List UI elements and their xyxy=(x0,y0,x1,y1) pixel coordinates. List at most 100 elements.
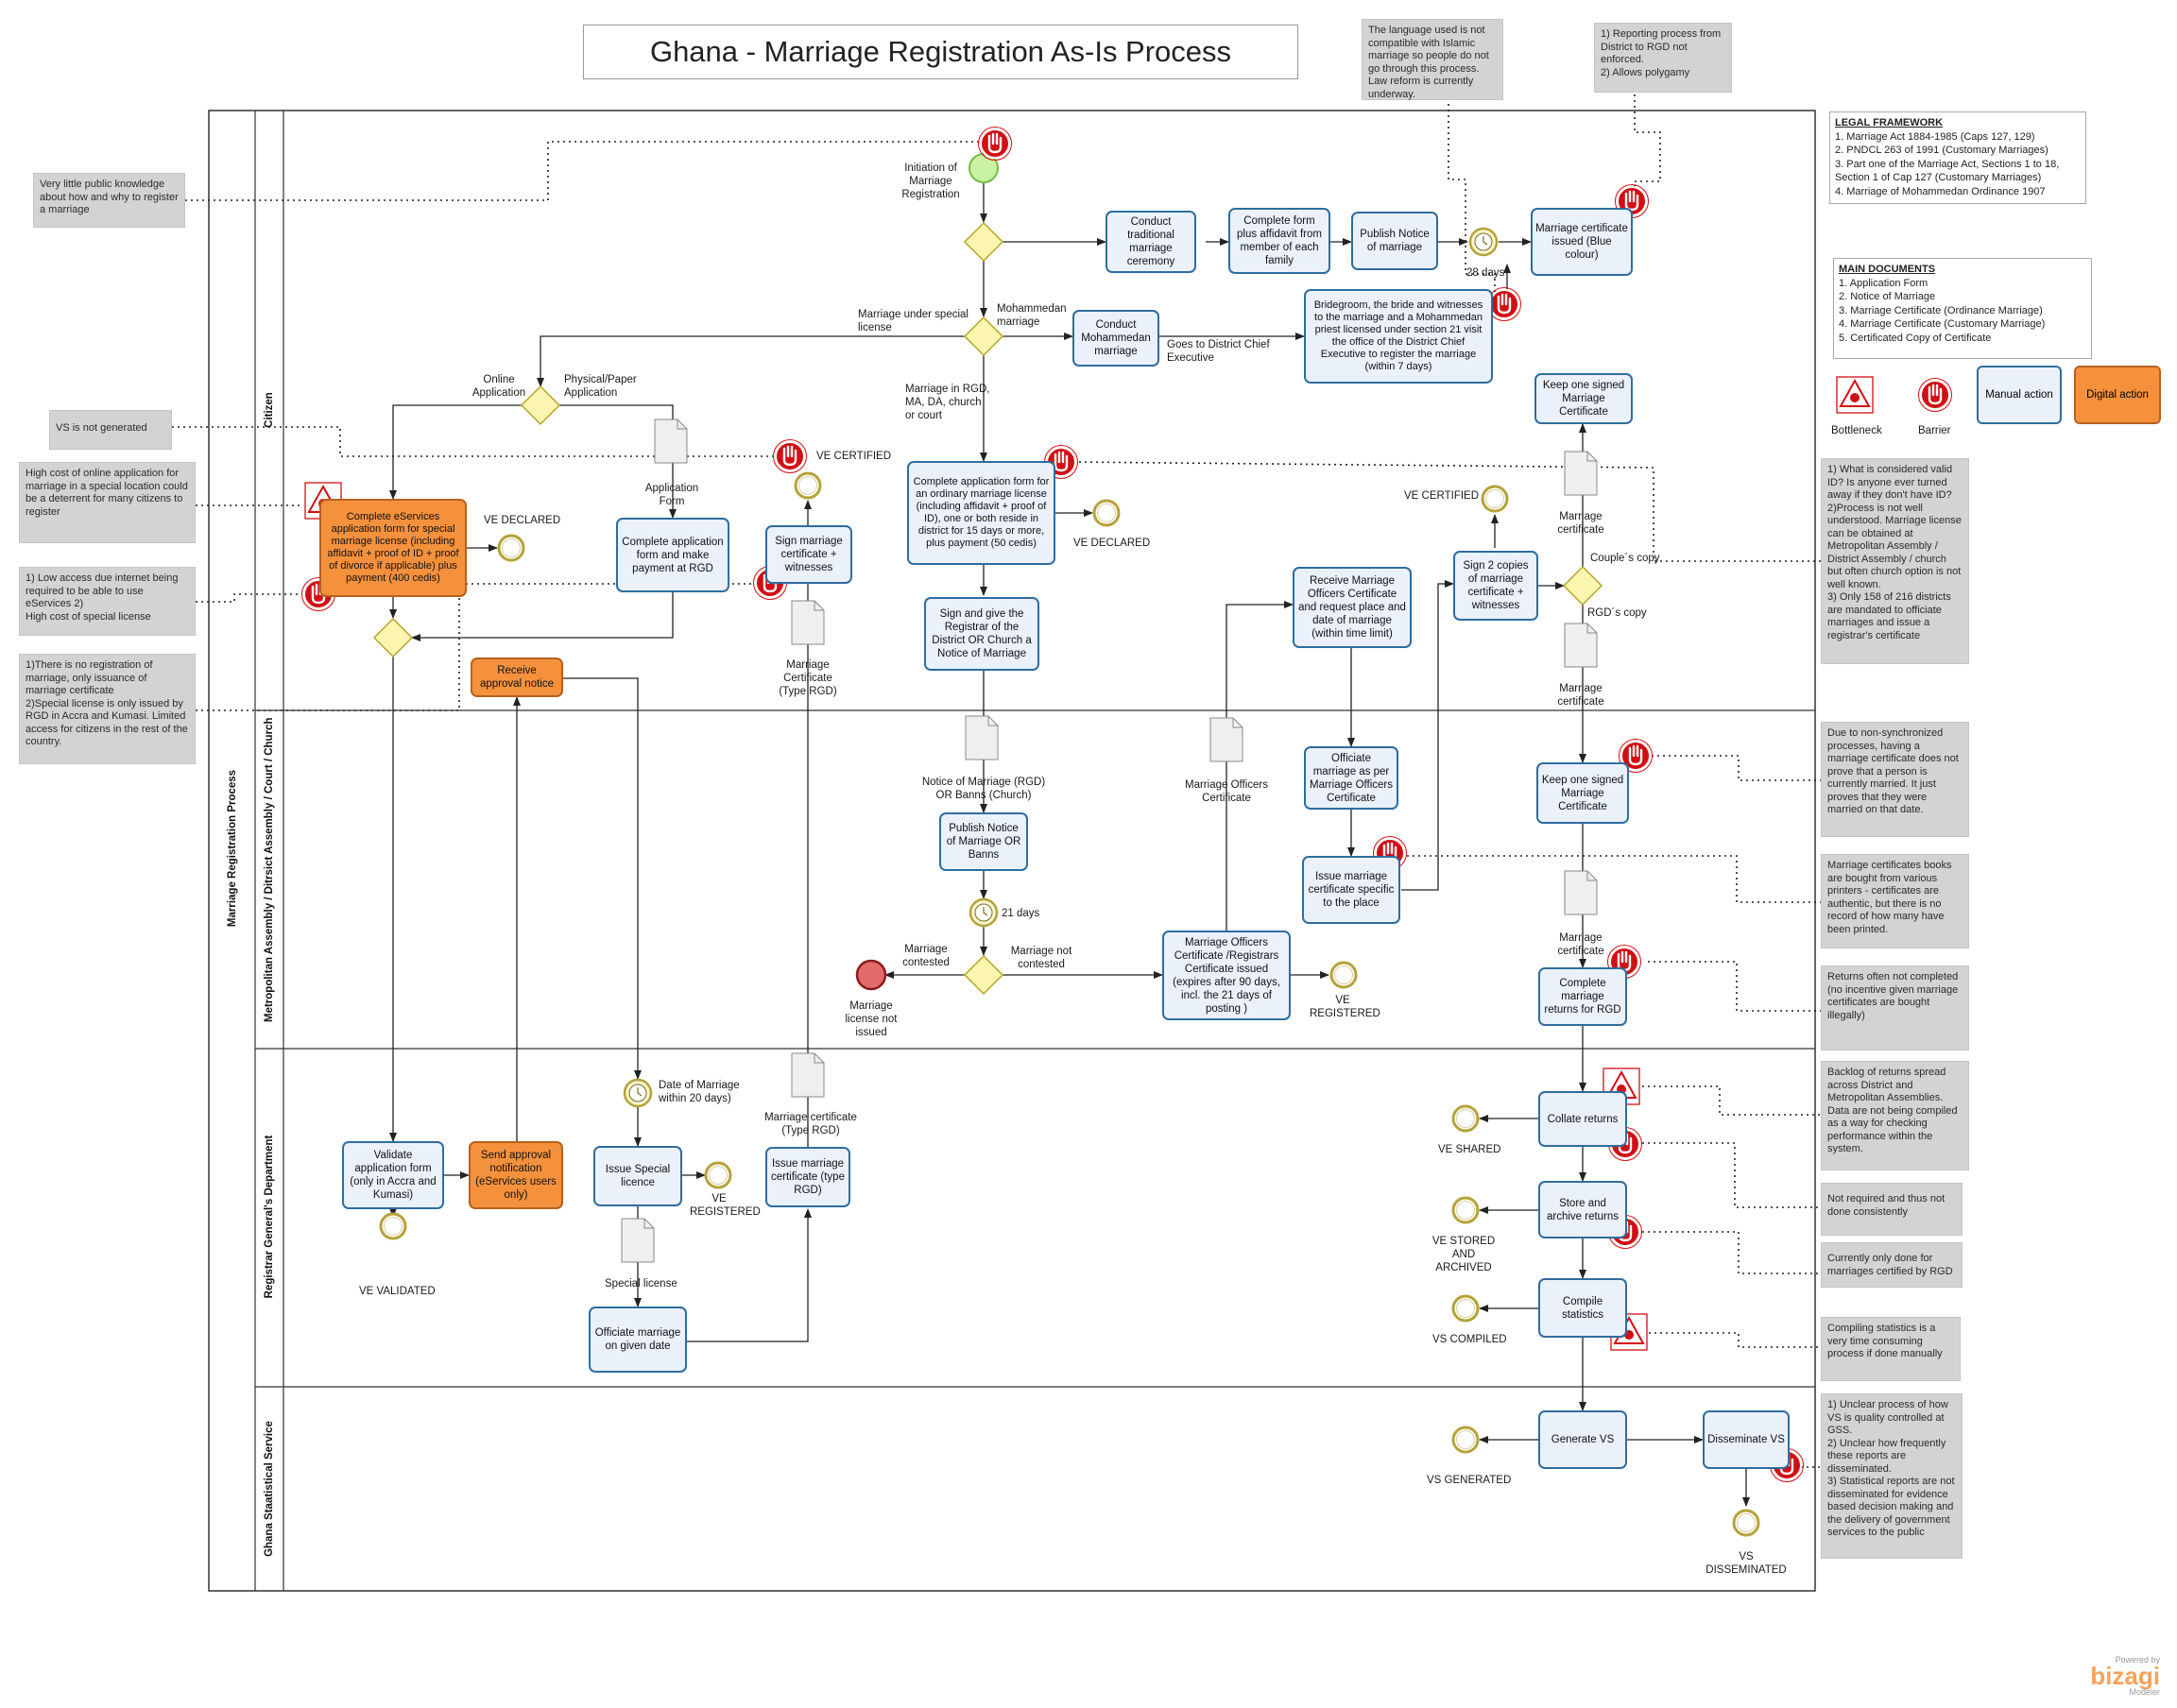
label-rgd-ma: Marriage in RGD, MA, DA, church or court xyxy=(905,384,990,421)
main-documents-box: MAIN DOCUMENTS 1. Application Form 2. No… xyxy=(1833,258,2092,359)
label-contested: Marriage contested xyxy=(902,944,950,968)
task-compile[interactable]: Compile statistics xyxy=(1538,1278,1627,1338)
task-send-approval[interactable]: Send approval notification (eServices us… xyxy=(469,1141,563,1209)
lane-citizen-label: Citizen xyxy=(264,392,275,428)
main-documents-heading: MAIN DOCUMENTS xyxy=(1839,264,1936,275)
task-publish-notice[interactable]: Publish Notice of marriage xyxy=(1351,212,1438,270)
task-disseminate-vs[interactable]: Disseminate VS xyxy=(1703,1410,1790,1469)
label-not-issued: Marriage license not issued xyxy=(845,1000,898,1038)
legend xyxy=(1836,376,1953,414)
task-validate[interactable]: Validate application form (only in Accra… xyxy=(342,1141,444,1209)
doc-item: 4. Marriage Certificate (Customary Marri… xyxy=(1839,318,2046,330)
annotation-links xyxy=(172,94,1824,1468)
branding-name: bizagi xyxy=(2090,1662,2160,1690)
task-sign-witnesses[interactable]: Sign marriage certificate + witnesses xyxy=(765,525,852,584)
note-high-cost: High cost of online application for marr… xyxy=(19,462,196,543)
branding-sub: Modeler xyxy=(2129,1687,2160,1697)
legend-digital-action: Digital action xyxy=(2074,366,2161,424)
label-date-20: Date of Marriage within 20 days) xyxy=(659,1080,740,1104)
task-conduct-mohammedan[interactable]: Conduct Mohammedan marriage xyxy=(1072,310,1159,367)
label-vs-disseminated: VS DISSEMINATED xyxy=(1706,1551,1787,1576)
label-ve-certified-2: VE CERTIFIED xyxy=(1404,490,1480,502)
task-eservices[interactable]: Complete eServices application form for … xyxy=(319,499,467,597)
label-special-license: Marriage under special license xyxy=(858,309,969,333)
sequence-flows xyxy=(389,182,1750,1507)
task-receive-mo-cert[interactable]: Receive Marriage Officers Certificate an… xyxy=(1293,567,1412,648)
label-ve-validated: VE VALIDATED xyxy=(359,1286,436,1297)
task-keep-signed-mid[interactable]: Keep one signed Marriage Certificate xyxy=(1536,762,1629,824)
task-complete-returns[interactable]: Complete marriage returns for RGD xyxy=(1538,967,1627,1026)
label-ve-shared: VE SHARED xyxy=(1438,1144,1501,1155)
note-vs-not-generated: VS is not generated xyxy=(49,410,172,450)
legal-framework-heading: LEGAL FRAMEWORK xyxy=(1835,117,1944,128)
note-valid-id: 1) What is considered valid ID? Is anyon… xyxy=(1821,458,1969,664)
label-marriage-certificate-a: Marriage certificate xyxy=(1557,511,1604,536)
task-issue-special[interactable]: Issue Special licence xyxy=(593,1146,682,1206)
task-mo-cert-issued[interactable]: Marriage Officers Certificate /Registrar… xyxy=(1162,931,1291,1020)
task-officiate-given[interactable]: Officiate marriage on given date xyxy=(589,1307,687,1373)
label-ve-stored: VE STORED AND ARCHIVED xyxy=(1431,1236,1496,1273)
label-mo-certificate: Marriage Officers Certificate xyxy=(1185,779,1268,804)
task-store[interactable]: Store and archive returns xyxy=(1538,1181,1627,1238)
note-currently: Currently only done for marriages certif… xyxy=(1821,1242,1963,1288)
label-21-days: 21 days xyxy=(1002,908,1040,919)
note-low-access: 1) Low access due internet being require… xyxy=(19,567,196,636)
note-no-registration: 1)There is no registration of marriage, … xyxy=(19,654,196,764)
task-bridegroom[interactable]: Bridegroom, the bride and witnesses to t… xyxy=(1304,289,1493,384)
legend-manual-action: Manual action xyxy=(1977,366,2062,424)
legal-item: 1. Marriage Act 1884-1985 (Caps 127, 129… xyxy=(1835,130,2035,143)
note-knowledge: Very little public knowledge about how a… xyxy=(33,173,185,228)
label-rgds-copy: RGD´s copy xyxy=(1587,607,1647,619)
note-non-sync: Due to non-synchronized processes, havin… xyxy=(1821,722,1969,837)
label-goes-dce: Goes to District Chief Executive xyxy=(1167,339,1270,364)
task-issue-type-rgd[interactable]: Issue marriage certificate (type RGD) xyxy=(765,1147,850,1207)
label-ve-declared-1: VE DECLARED xyxy=(484,515,561,526)
label-notice-banns: Notice of Marriage (RGD) OR Banns (Churc… xyxy=(921,777,1046,801)
task-complete-app-rgd[interactable]: Complete application form and make payme… xyxy=(616,518,729,592)
task-sign-give[interactable]: Sign and give the Registrar of the Distr… xyxy=(924,597,1039,671)
task-keep-signed-top[interactable]: Keep one signed Marriage Certificate xyxy=(1534,373,1633,424)
label-not-contested: Marriage not contested xyxy=(1010,946,1072,970)
label-ve-registered-1: VE REGISTERED xyxy=(1310,995,1380,1019)
doc-item: 1. Application Form xyxy=(1839,277,1928,289)
task-conduct-traditional[interactable]: Conduct traditional marriage ceremony xyxy=(1106,211,1196,273)
label-marriage-cert-type-rgd2: Marriage certificate (Type RGD) xyxy=(764,1112,857,1136)
timer-20-days xyxy=(623,1078,653,1108)
task-collate[interactable]: Collate returns xyxy=(1538,1091,1627,1147)
task-cert-blue[interactable]: Marriage certificate issued (Blue colour… xyxy=(1531,208,1633,276)
note-reporting: 1) Reporting process from District to RG… xyxy=(1594,23,1732,93)
note-returns: Returns often not completed (no incentiv… xyxy=(1821,965,1969,1050)
end-event-not-issued xyxy=(855,959,887,991)
label-couples-copy: Couple´s copy xyxy=(1590,553,1660,564)
branding-powered: Powered by xyxy=(2115,1655,2160,1665)
diagram-title: Ghana - Marriage Registration As-Is Proc… xyxy=(583,25,1298,79)
legend-bottleneck-label: Bottleneck xyxy=(1831,425,1882,436)
bizagi-branding: Powered by bizagi Modeler xyxy=(2075,1655,2160,1697)
timer-28-days xyxy=(1468,227,1499,257)
label-physical: Physical/Paper Application xyxy=(564,374,637,399)
label-28-days: 28 days xyxy=(1466,267,1505,279)
task-publish-banns[interactable]: Publish Notice of Marriage OR Banns xyxy=(939,812,1028,871)
start-event xyxy=(969,153,999,183)
task-complete-affidavit[interactable]: Complete form plus affidavit from member… xyxy=(1228,208,1330,274)
task-officiate-mo[interactable]: Officiate marriage as per Marriage Offic… xyxy=(1304,746,1398,810)
note-not-required: Not required and thus not done consisten… xyxy=(1821,1183,1963,1236)
note-compiling: Compiling statistics is a very time cons… xyxy=(1821,1317,1961,1381)
doc-item: 3. Marriage Certificate (Ordinance Marri… xyxy=(1839,304,2043,316)
label-vs-generated: VS GENERATED xyxy=(1427,1475,1512,1486)
note-language: The language used is not compatible with… xyxy=(1362,19,1503,100)
task-issue-specific[interactable]: Issue marriage certificate specific to t… xyxy=(1302,856,1400,924)
note-backlog: Backlog of returns spread across Distric… xyxy=(1821,1061,1969,1170)
task-sign-two-copies[interactable]: Sign 2 copies of marriage certificate + … xyxy=(1453,551,1538,621)
label-ve-compiled: VS COMPILED xyxy=(1432,1334,1507,1345)
doc-item: 5. Certificated Copy of Certificate xyxy=(1839,332,1992,344)
task-complete-ordinary[interactable]: Complete application form for an ordinar… xyxy=(907,461,1055,565)
legal-item: 2. PNDCL 263 of 1991 (Customary Marriage… xyxy=(1835,145,2048,156)
label-application-form: Application Form xyxy=(644,483,699,507)
task-generate-vs[interactable]: Generate VS xyxy=(1538,1410,1627,1469)
task-receive-approval[interactable]: Receive approval notice xyxy=(471,658,563,697)
note-books: Marriage certificates books are bought f… xyxy=(1821,854,1969,948)
label-online: Online Application xyxy=(471,374,526,399)
timer-21-days xyxy=(969,897,999,928)
